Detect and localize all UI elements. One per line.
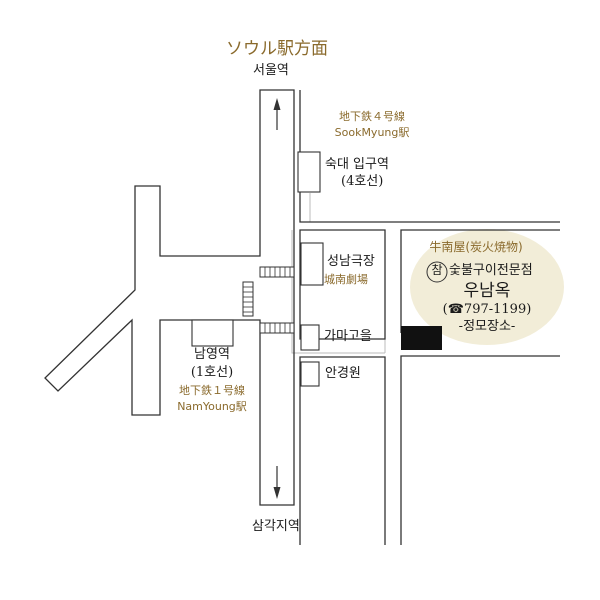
arrow-down-icon xyxy=(273,466,281,499)
seongnam-theater-box xyxy=(300,242,324,286)
namyoung-station-box xyxy=(191,319,234,347)
restaurant-badge: 참 xyxy=(431,263,443,277)
buildings xyxy=(191,151,324,387)
crosswalk-stripes xyxy=(243,267,291,333)
gamagoeul-label: 가마고을 xyxy=(324,329,372,344)
restaurant-highlight xyxy=(410,229,564,345)
restaurant-name: 우남옥 xyxy=(463,281,511,301)
crosswalk-icon xyxy=(242,266,295,334)
arrow-up-icon xyxy=(273,98,281,130)
restaurant-phone: (☎797-1199) xyxy=(442,302,532,317)
southeast-block-edge xyxy=(299,356,386,545)
gamagoeul-box xyxy=(300,324,320,351)
namyoung-jp: 地下鉄１号線 xyxy=(179,384,245,397)
main-road xyxy=(44,89,295,506)
crosswalk-left xyxy=(242,281,254,317)
restaurant-sub: 숯불구이전문점 xyxy=(449,263,533,278)
samgakji-station-label: 삼각지역 xyxy=(252,519,300,534)
roads xyxy=(44,89,560,545)
central-block xyxy=(299,229,386,340)
angyeongwon-label: 안경원 xyxy=(325,366,361,381)
restaurant-tag: -정모장소- xyxy=(458,319,516,334)
seongnam-theater-cn: 城南劇場 xyxy=(324,273,368,286)
sookmyung-line: (4호선) xyxy=(341,174,384,189)
sookmyung-en: SookMyung駅 xyxy=(334,126,410,139)
sookmyung-jp: 地下鉄４号線 xyxy=(339,110,405,123)
sookmyung-kr: 숙대 입구역 xyxy=(325,157,389,172)
east-road-top xyxy=(400,229,560,333)
crosswalk-upper xyxy=(259,266,295,278)
namyoung-line: (1호선) xyxy=(190,365,234,380)
crosswalk-lower xyxy=(259,322,295,334)
namyoung-kr: 남영역 xyxy=(194,347,230,362)
restaurant-marker xyxy=(401,326,442,350)
east-road-bottom xyxy=(400,355,560,545)
sookmyung-station-box xyxy=(297,151,321,193)
namyoung-en: NamYoung駅 xyxy=(177,400,247,413)
seongnam-theater-kr: 성남극장 xyxy=(327,254,375,269)
badge-circle xyxy=(426,261,448,283)
seoul-station-direction: ソウル駅方面 xyxy=(226,39,328,59)
northeast-block-edge xyxy=(299,90,560,223)
angyeongwon-box xyxy=(300,361,320,387)
restaurant-jp: 牛南屋(炭火焼物) xyxy=(429,240,523,254)
seoul-station-label: 서울역 xyxy=(253,63,289,78)
